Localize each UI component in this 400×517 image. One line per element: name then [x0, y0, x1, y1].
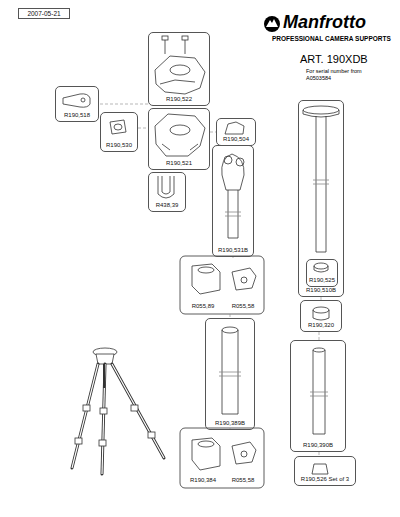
part-box: R190,521	[148, 108, 210, 170]
part-number: R055,58	[232, 303, 255, 310]
part-box: R190,531B	[212, 145, 254, 257]
date-box: 2007-05-21	[18, 8, 70, 19]
part-box: R190,389B	[205, 318, 255, 430]
part-number: R190,389B	[215, 420, 245, 427]
part-number: R190,522	[166, 96, 192, 103]
date-text: 2007-05-21	[27, 10, 60, 17]
article-number: ART. 190XDB	[300, 53, 368, 65]
part-number: R190,518	[64, 112, 90, 119]
part-number: R055,89	[192, 303, 215, 310]
part-number: R190,504	[223, 136, 249, 143]
part-number: R190,384	[190, 477, 216, 484]
part-box: R190,526 Set of 3	[294, 456, 356, 486]
brand-tagline: PROFESSIONAL CAMERA SUPPORTS	[272, 35, 391, 42]
part-number: R190,531B	[218, 247, 248, 254]
part-box: R190,525	[306, 259, 338, 287]
part-box: R190,518	[55, 86, 99, 122]
part-box: R190,522	[148, 32, 210, 106]
part-box: R190,384	[182, 430, 224, 486]
part-box: R190,390B	[290, 340, 346, 452]
part-box: R055,58	[224, 430, 262, 486]
serial-note: For serial number from A0503584	[306, 68, 366, 82]
part-number: R190,530	[106, 142, 132, 149]
part-box: R190,530	[100, 112, 138, 152]
part-number: R190,510B	[306, 287, 336, 294]
part-box: R190,510B R190,525	[298, 100, 344, 297]
part-box: R438,39	[148, 172, 186, 212]
part-box: R055,58	[224, 258, 262, 312]
part-number: R190,525	[309, 277, 335, 284]
part-number: R055,58	[232, 477, 255, 484]
part-number: R190,521	[166, 160, 192, 167]
part-box: R190,504	[216, 118, 256, 146]
part-number: R190,526 Set of 3	[301, 476, 349, 483]
part-number: R190,390B	[303, 442, 333, 449]
part-number: R438,39	[156, 202, 179, 209]
part-box: R190,320	[300, 300, 342, 332]
part-box: R055,89	[182, 258, 224, 312]
part-number: R190,320	[308, 322, 334, 329]
brand-logo: Manfrotto	[283, 12, 366, 33]
